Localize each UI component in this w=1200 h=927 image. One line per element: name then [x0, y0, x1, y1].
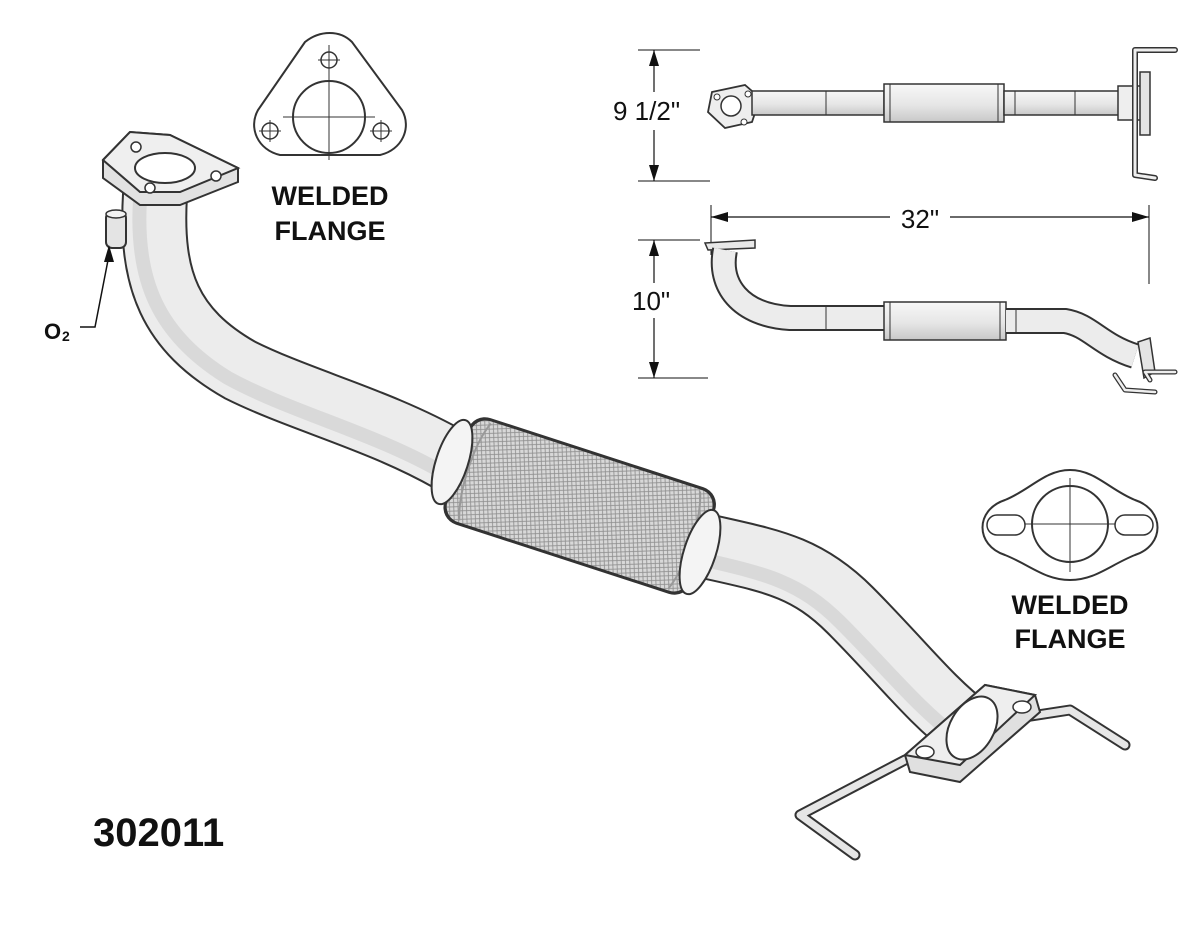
inlet-flange-label-line2: FLANGE [275, 216, 386, 246]
o2-sensor-bung [105, 209, 127, 249]
flex-collar-right [678, 508, 722, 596]
side-view-height-dim: 10" [632, 286, 670, 316]
outlet-flange [794, 683, 1131, 861]
flex-section [443, 417, 716, 595]
outlet-flange-label-line1: WELDED [1012, 590, 1129, 620]
top-view: 9 1/2" [613, 47, 1178, 182]
outlet-flange-detail: WELDED FLANGE [981, 468, 1159, 654]
o2-subscript: 2 [62, 328, 70, 344]
side-view: 32" 10" [632, 204, 1178, 395]
top-view-height-dim: 9 1/2" [613, 96, 680, 126]
inlet-flange-label-line1: WELDED [272, 181, 389, 211]
main-pipe-illustration [101, 130, 1131, 861]
part-number: 302011 [93, 811, 224, 855]
inlet-flange [101, 130, 241, 206]
overall-length-dim: 32" [901, 204, 939, 234]
inlet-flange-detail: WELDED FLANGE [253, 32, 407, 246]
o2-label: O [44, 319, 61, 344]
o2-callout: O 2 [44, 245, 114, 344]
outlet-flange-label-line2: FLANGE [1015, 624, 1126, 654]
flex-collar-left [430, 418, 474, 506]
